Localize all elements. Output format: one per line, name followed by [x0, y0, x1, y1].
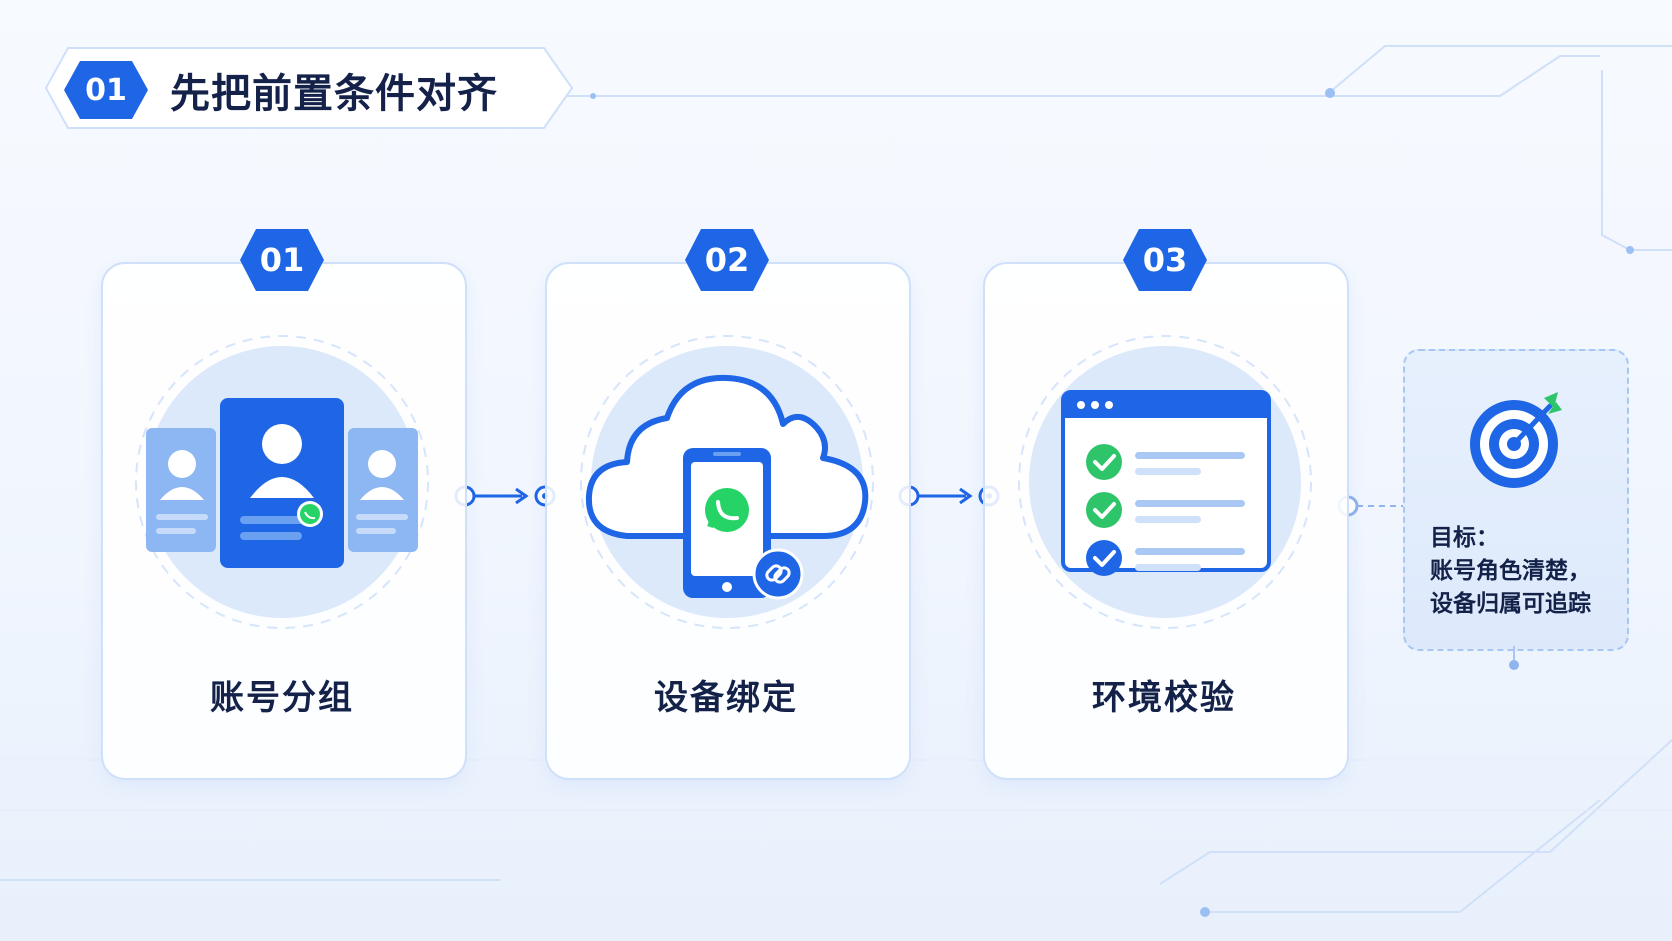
- goal-panel-tail-dot: [1509, 646, 1519, 670]
- header-number-hexagon: [64, 61, 148, 119]
- step-number-2: 02: [704, 241, 750, 279]
- header-pill-shape: [44, 47, 574, 129]
- page-title: 先把前置条件对齐: [170, 71, 498, 117]
- step-label-2: 设备绑定: [654, 678, 798, 718]
- step-label-3: 环境校验: [1092, 678, 1236, 718]
- step-badge-1: 01: [238, 227, 326, 293]
- goal-panel: [1403, 349, 1629, 651]
- step-number-3: 03: [1142, 241, 1188, 279]
- step-badge-2: 02: [683, 227, 771, 293]
- cloud-phone-whatsapp-icon: [577, 332, 877, 632]
- section-header: [44, 46, 574, 130]
- goal-line-1: 账号角色清楚，: [1430, 558, 1591, 584]
- goal-line-2: 设备归属可追踪: [1430, 591, 1591, 617]
- step-number-1: 01: [259, 241, 305, 279]
- checklist-window-icon: [1015, 332, 1315, 632]
- header-number: 01: [85, 72, 127, 108]
- target-icon: [1470, 392, 1562, 488]
- account-cards-icon: [132, 332, 432, 632]
- goal-text: 目标： 账号角色清楚， 设备归属可追踪: [1430, 522, 1630, 621]
- goal-title: 目标：: [1430, 525, 1499, 551]
- step-label-1: 账号分组: [210, 678, 354, 718]
- step-badge-3: 03: [1121, 227, 1209, 293]
